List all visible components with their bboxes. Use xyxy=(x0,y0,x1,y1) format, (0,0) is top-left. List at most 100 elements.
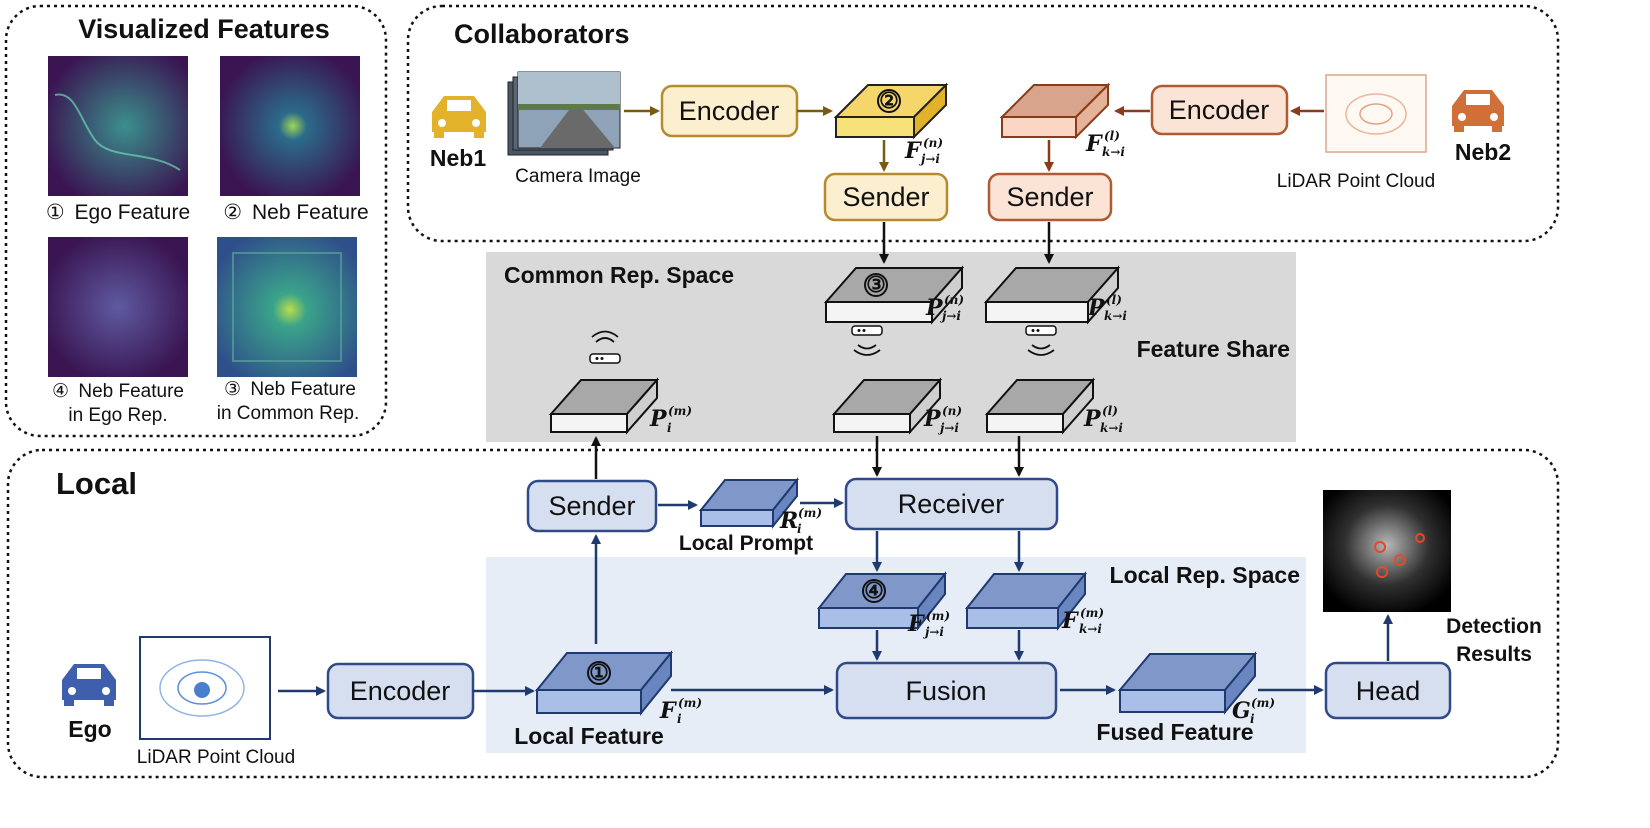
svg-text:k→i: k→i xyxy=(1100,421,1123,435)
detection-label-line2: Results xyxy=(1456,643,1532,666)
neb1-sender-label: Sender xyxy=(842,182,929,212)
neb-in-ego-label-line1: Neb Feature xyxy=(78,381,184,402)
visualized-title: Visualized Features xyxy=(78,14,330,44)
neb-feature-map xyxy=(220,56,360,196)
svg-text:(n): (n) xyxy=(923,136,943,150)
neb2-lidar-image xyxy=(1325,74,1427,153)
svg-text:② Neb Feature: ② Neb Feature xyxy=(223,201,368,224)
svg-text:F: F xyxy=(907,611,925,637)
fusion-label: Fusion xyxy=(905,676,986,706)
fusion-box xyxy=(835,661,1058,720)
svg-text:(n): (n) xyxy=(942,404,962,418)
fused-feature-label: Fused Feature xyxy=(1096,719,1253,745)
neb2-car-icon xyxy=(1452,90,1504,132)
neb-in-ego-map xyxy=(48,237,188,377)
detection-label-line1: Detection xyxy=(1446,615,1542,638)
svg-text:③ Neb Feature: ③ Neb Feature xyxy=(224,379,356,400)
svg-text:j→i: j→i xyxy=(940,309,961,323)
neb-in-ego-label-line2: in Ego Rep. xyxy=(68,405,167,426)
ego-encoder-label: Encoder xyxy=(350,676,451,706)
svg-text:i: i xyxy=(667,421,672,435)
svg-text:P: P xyxy=(1083,406,1102,432)
neb1-label: Neb1 xyxy=(430,145,486,171)
svg-text:i: i xyxy=(797,522,802,536)
neb1-feature-marker: ② xyxy=(879,88,899,113)
math-F-k-to-i: F (l) k→i xyxy=(1085,129,1125,159)
common-cube-k-top xyxy=(983,265,1121,325)
head-box xyxy=(1324,661,1452,720)
math-P-j-to-i-top: P (n) j→i xyxy=(925,293,964,323)
neb-feature-label: Neb Feature xyxy=(252,201,369,224)
svg-text:P: P xyxy=(649,406,668,432)
router-receive-icon-j xyxy=(851,325,883,356)
camera-image-label: Camera Image xyxy=(515,166,641,187)
neb-in-common-map xyxy=(217,237,357,377)
svg-text:P: P xyxy=(1087,295,1106,321)
neb-in-common-label-line2: in Common Rep. xyxy=(217,403,360,424)
head-label: Head xyxy=(1356,676,1421,706)
svg-text:④ Neb Feature: ④ Neb Feature xyxy=(52,381,184,402)
svg-text:F: F xyxy=(1061,608,1079,634)
svg-text:F: F xyxy=(904,138,922,164)
svg-text:k→i: k→i xyxy=(1079,622,1102,636)
ego-sender-box xyxy=(526,479,658,533)
common-cube-k-bottom xyxy=(984,377,1096,435)
math-R-i: R (m) i xyxy=(779,506,822,536)
svg-text:P: P xyxy=(923,406,942,432)
neb-feature-marker: ② xyxy=(223,201,242,224)
ego-sender-label: Sender xyxy=(548,491,635,521)
feature-share-label: Feature Share xyxy=(1137,336,1290,362)
ego-feature-map xyxy=(48,56,188,196)
math-G-i: G (m) i xyxy=(1232,696,1275,726)
neb1-encoder-label: Encoder xyxy=(679,96,780,126)
common-cube-j-top xyxy=(823,265,965,325)
svg-text:(m): (m) xyxy=(798,506,822,520)
math-F-i: F (m) i xyxy=(659,696,702,726)
svg-text:(l): (l) xyxy=(1102,404,1118,418)
common-rep-space: Common Rep. Space Feature Share ③ P (n) … xyxy=(486,222,1296,442)
svg-text:F: F xyxy=(659,698,677,724)
common-space-title: Common Rep. Space xyxy=(504,262,734,288)
math-P-k-to-i-bottom: P (l) k→i xyxy=(1083,404,1123,435)
neb-in-ego-marker: ④ xyxy=(52,381,69,402)
received-marker: ④ xyxy=(864,578,884,603)
svg-text:j→i: j→i xyxy=(919,152,940,166)
neb2-feature-cube xyxy=(999,82,1111,140)
svg-text:G: G xyxy=(1232,698,1251,724)
svg-text:i: i xyxy=(1250,712,1255,726)
svg-text:(m): (m) xyxy=(668,404,692,418)
router-send-icon-ego xyxy=(589,330,621,364)
local-feature-cube xyxy=(534,650,674,716)
fused-feature-cube xyxy=(1117,651,1258,715)
neb1-sender-box xyxy=(823,172,949,222)
local-panel: Local Local Rep. Space Ego LiDAR Point C… xyxy=(6,436,1560,779)
received-cube-j xyxy=(816,571,948,631)
math-P-j-to-i-bottom: P (n) j→i xyxy=(923,404,962,435)
ego-lidar-label: LiDAR Point Cloud xyxy=(137,747,295,768)
visualized-panel-border xyxy=(4,4,388,438)
received-cube-k xyxy=(964,571,1088,631)
ego-feature-label: Ego Feature xyxy=(75,201,191,224)
local-prompt-cube xyxy=(698,477,800,529)
neb1-car-icon xyxy=(432,96,486,138)
svg-text:(m): (m) xyxy=(926,609,950,623)
svg-text:k→i: k→i xyxy=(1102,145,1125,159)
collaborators-panel-border xyxy=(406,4,1560,243)
receiver-box xyxy=(844,477,1059,531)
common-marker: ③ xyxy=(866,272,886,297)
local-title: Local xyxy=(56,466,137,501)
local-feature-label: Local Feature xyxy=(514,723,664,749)
visualized-features-panel: Visualized Features ① Ego Feature ② Neb … xyxy=(4,4,388,438)
math-P-i: P (m) i xyxy=(649,404,692,435)
svg-text:(m): (m) xyxy=(1251,696,1275,710)
math-P-k-to-i-top: P (l) k→i xyxy=(1087,293,1127,323)
detection-results-image xyxy=(1323,490,1451,612)
svg-text:(l): (l) xyxy=(1104,129,1120,143)
svg-text:① Ego Feature: ① Ego Feature xyxy=(46,201,190,224)
neb2-label: Neb2 xyxy=(1455,139,1511,165)
svg-text:R: R xyxy=(779,508,798,534)
svg-text:(m): (m) xyxy=(1080,606,1104,620)
collaborators-panel: Collaborators Neb1 Camera Image Encoder xyxy=(406,4,1560,243)
neb2-sender-box xyxy=(987,172,1113,222)
